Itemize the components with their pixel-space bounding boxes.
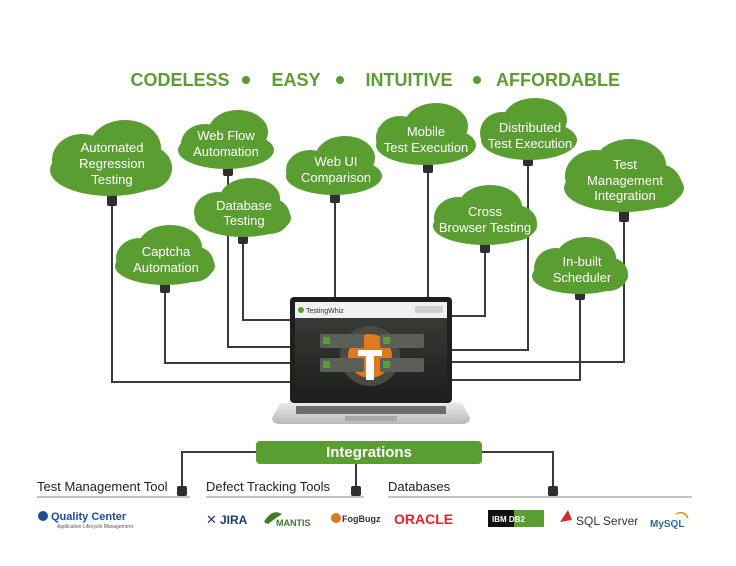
cloud-label-line: Scheduler — [553, 270, 612, 285]
cloud-label-line: Automated — [81, 140, 144, 155]
connector-plug — [330, 193, 340, 203]
tagline-codeless: CODELESS — [130, 70, 229, 90]
connector-plug — [619, 210, 629, 222]
cloud-web-ui-comparison — [286, 136, 382, 195]
cloud-label-line: Browser Testing — [439, 220, 531, 235]
clouds — [50, 98, 684, 294]
section-title-test-management: Test Management Tool — [37, 479, 168, 494]
cloud-label-line: Web UI — [314, 154, 357, 169]
app-logo-icon — [298, 307, 304, 313]
cloud-label-line: Regression — [79, 156, 145, 171]
cloud-label-line: Testing — [91, 172, 132, 187]
fogbugz-icon — [331, 513, 341, 523]
cloud-label-line: Distributed — [499, 120, 561, 135]
screen-tile — [380, 334, 424, 348]
connector-plug — [160, 283, 170, 293]
logo-oracle: ORACLE — [394, 511, 453, 527]
cloud-label-line: Automation — [193, 144, 259, 159]
sql-server-icon — [560, 510, 572, 522]
tagline-intuitive: INTUITIVE — [365, 70, 452, 90]
logo-ibm-db2: IBM DB2 — [488, 510, 544, 527]
tagline-bullet — [336, 76, 344, 84]
cloud-label-line: Management — [587, 173, 663, 188]
cloud-label-line: Testing — [223, 213, 264, 228]
laptop: TestingWhiz — [272, 297, 470, 424]
cloud-web-flow-automation — [178, 110, 274, 169]
cloud-label-line: Mobile — [407, 124, 445, 139]
svg-text:FogBugz: FogBugz — [342, 514, 381, 524]
connector-plug — [107, 194, 117, 206]
cloud-test-management-integration — [564, 139, 684, 212]
screen-tile — [380, 358, 424, 372]
logo-mantis: MANTIS — [264, 512, 311, 528]
logo-jira: ✕ JIRA — [206, 512, 248, 527]
connector-line — [164, 288, 292, 364]
mysql-dolphin-icon — [675, 511, 689, 519]
cloud-distributed-test-execution — [480, 98, 577, 160]
svg-text:ORACLE: ORACLE — [394, 511, 453, 527]
mantis-icon — [264, 512, 282, 524]
cloud-label-line: Test Execution — [384, 140, 469, 155]
tagline-bullet — [473, 76, 481, 84]
connector-line — [111, 200, 290, 383]
cloud-automated-regression-testing — [50, 120, 172, 196]
hp-icon — [38, 511, 48, 521]
cloud-in-built-scheduler — [532, 237, 628, 294]
connector-line — [452, 248, 486, 317]
cloud-label-line: Automation — [133, 260, 199, 275]
cloud-label-line: Test — [613, 157, 637, 172]
logo-fogbugz: FogBugz — [331, 513, 381, 524]
logo-sql-server: SQL Server — [560, 510, 638, 528]
app-header — [295, 302, 447, 318]
connector-plug — [423, 163, 433, 173]
svg-text:Application Lifecycle Manageme: Application Lifecycle Management — [57, 524, 133, 530]
connector-line — [452, 294, 581, 381]
svg-text:MySQL: MySQL — [650, 519, 684, 530]
svg-text:SQL Server: SQL Server — [576, 514, 638, 528]
trackpad — [345, 416, 397, 421]
integration-connectors — [181, 451, 554, 490]
svg-text:JIRA: JIRA — [220, 513, 248, 527]
section-title-defect-tracking: Defect Tracking Tools — [206, 479, 331, 494]
cloud-captcha-automation — [115, 225, 215, 285]
tagline-bullet — [242, 76, 250, 84]
connector-line — [242, 238, 292, 321]
section-title-databases: Databases — [388, 479, 451, 494]
logo-mysql: MySQL — [650, 511, 689, 530]
svg-text:MANTIS: MANTIS — [276, 518, 311, 528]
cloud-label-line: In-built — [562, 254, 601, 269]
cloud-labels: Automated Regression Testing Web Flow Au… — [79, 120, 663, 285]
tagline-easy: EASY — [271, 70, 320, 90]
jira-icon: ✕ — [206, 512, 217, 527]
screen-tile — [320, 334, 364, 348]
keyboard — [296, 406, 446, 414]
app-header-controls — [415, 306, 443, 313]
app-name: TestingWhiz — [306, 308, 344, 315]
cloud-cross-browser-testing — [433, 185, 537, 245]
integration-plugs — [177, 486, 558, 496]
cloud-label-line: Integration — [594, 188, 655, 203]
cloud-label-line: Web Flow — [197, 128, 255, 143]
cloud-label-line: Captcha — [142, 244, 191, 259]
cloud-mobile-test-execution — [376, 103, 476, 165]
logo-quality-center: Quality Center Application Lifecycle Man… — [38, 511, 133, 530]
cloud-database-testing — [194, 178, 291, 237]
svg-text:Quality Center: Quality Center — [51, 511, 127, 523]
connector-plug — [480, 243, 490, 253]
cloud-label-line: Test Execution — [488, 136, 573, 151]
cloud-label-line: Database — [216, 198, 272, 213]
screen-tile — [320, 358, 364, 372]
cloud-label-line: Comparison — [301, 170, 371, 185]
cloud-label-line: Cross — [468, 204, 502, 219]
integrations-title: Integrations — [326, 444, 412, 461]
integrations-banner — [256, 441, 482, 464]
svg-text:IBM DB2: IBM DB2 — [492, 515, 525, 524]
tagline-affordable: AFFORDABLE — [496, 70, 620, 90]
tagline: CODELESS EASY INTUITIVE AFFORDABLE — [130, 70, 620, 90]
